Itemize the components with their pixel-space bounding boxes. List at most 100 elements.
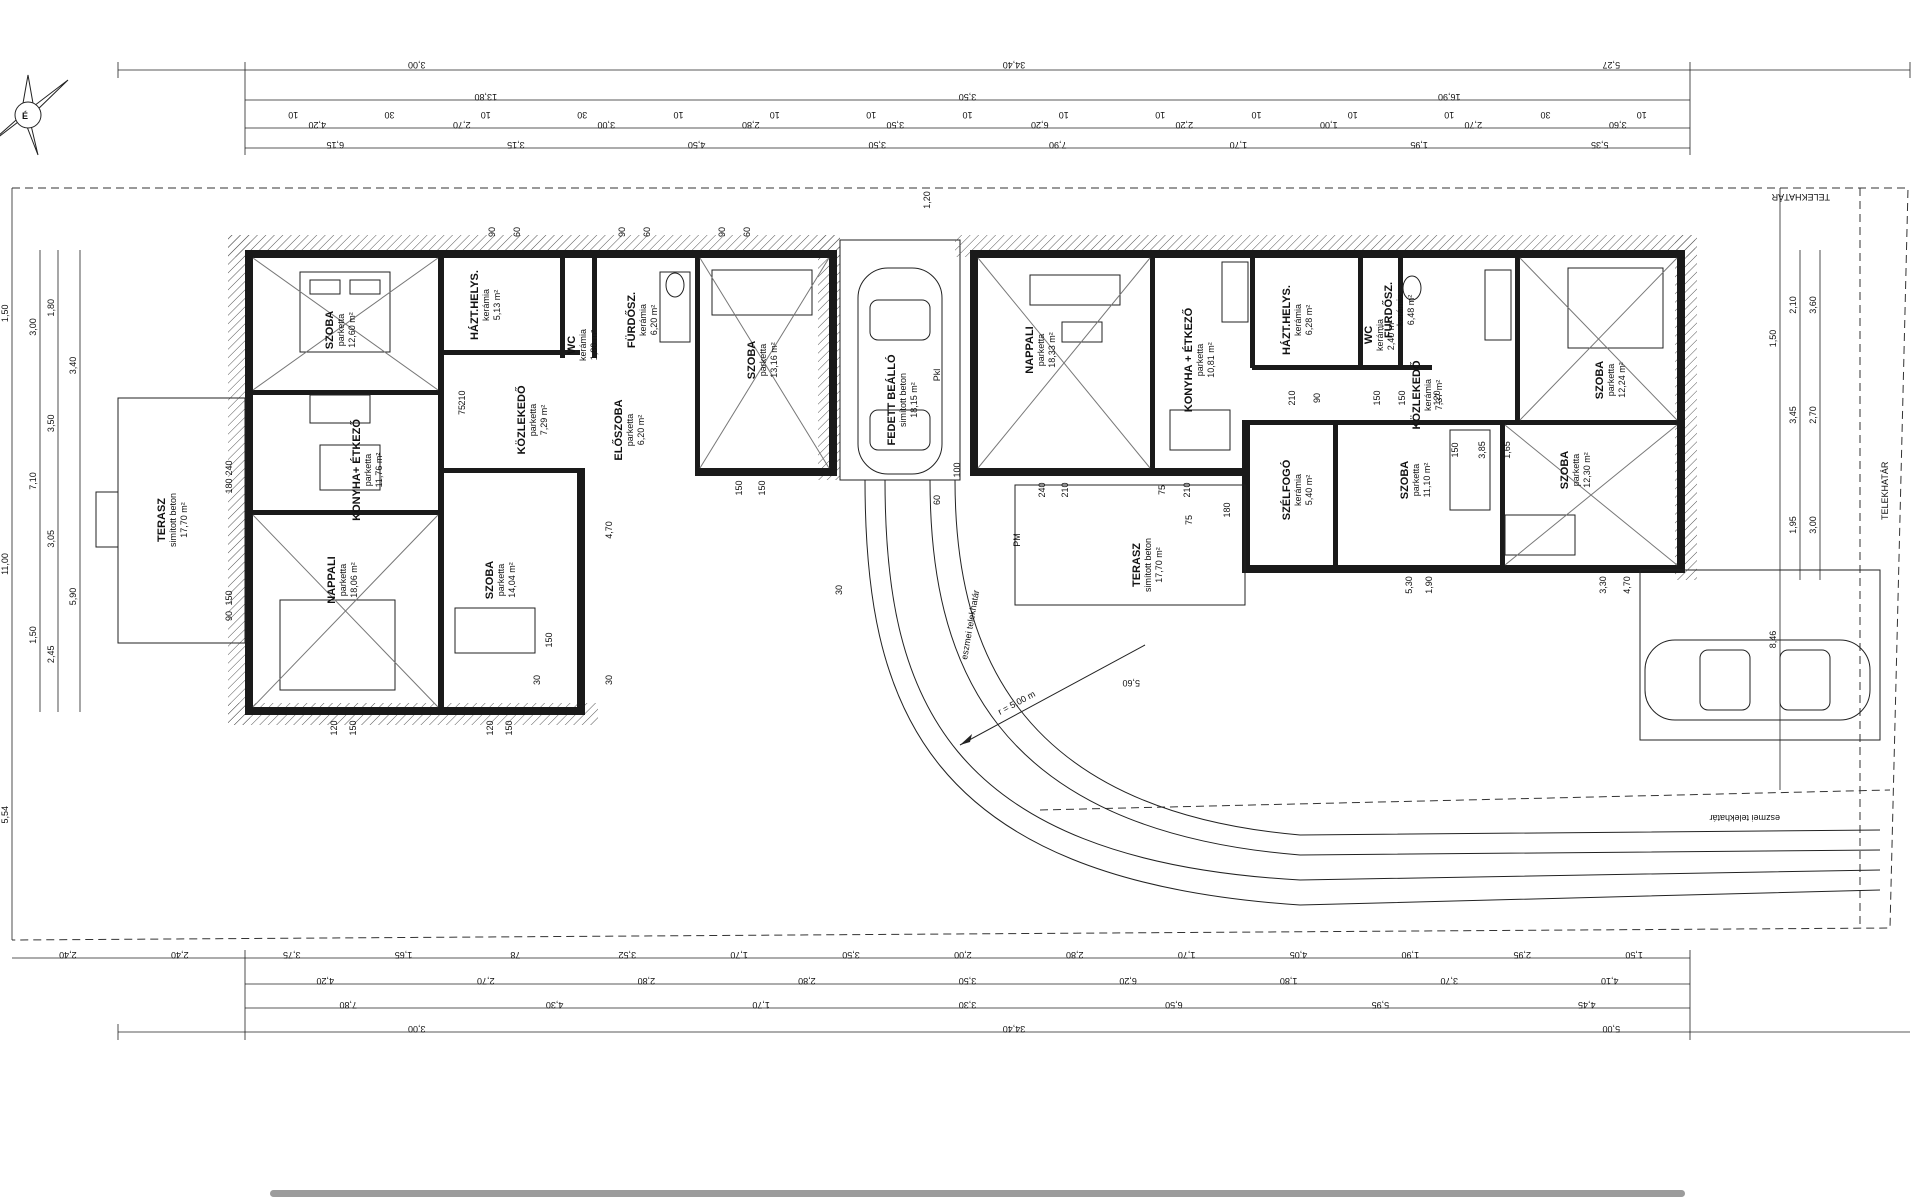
dimension-value: 7,90 xyxy=(1049,140,1067,150)
opening-dimension: 1,20 xyxy=(922,191,932,209)
dimension-value: 1,65 xyxy=(395,950,413,960)
opening-dimension: Pkl xyxy=(932,369,942,382)
dimension-value: 1,70 xyxy=(1230,140,1248,150)
eszmei-telekhatar-label-2: eszmei telekhatár xyxy=(959,589,981,660)
room-name: SZOBA xyxy=(1559,451,1571,490)
dimension-value: 3,50 xyxy=(959,976,977,986)
room-name: WC xyxy=(1363,326,1375,344)
dimension-value: 13,80 xyxy=(475,92,498,102)
room-area: 17,70 m² xyxy=(179,502,189,538)
room-name: WC xyxy=(566,336,578,354)
room-floor: kerámia xyxy=(578,329,588,361)
dimension-value: 1,50 xyxy=(28,626,38,644)
dimension-value: 2,80 xyxy=(638,976,656,986)
dimension-value: 4,20 xyxy=(309,120,327,130)
opening-dimension: 150 xyxy=(1372,390,1382,405)
room-name: SZOBA xyxy=(746,341,758,380)
terrace-step xyxy=(95,491,119,548)
dimension-value: 5,95 xyxy=(1372,1000,1390,1010)
opening-dimension: 90 xyxy=(487,227,497,237)
room-floor: parketta xyxy=(336,314,346,347)
room-name: KÖZLEKEDŐ xyxy=(515,385,528,455)
room-floor: parketta xyxy=(1606,364,1616,397)
dimension-value: 2,70 xyxy=(1808,406,1818,424)
room-name: SZOBA xyxy=(1594,361,1606,400)
dimension-value: 1,50 xyxy=(0,305,10,323)
room-area: 11,76 m² xyxy=(374,453,384,488)
room-name: KONYHA+ ÉTKEZŐ xyxy=(350,419,363,521)
dimension-value: 1,90 xyxy=(1402,950,1420,960)
dimension-value: 3,50 xyxy=(842,950,860,960)
room-name: SZOBA xyxy=(1399,461,1411,500)
dimension-lines-right xyxy=(1779,188,1821,790)
dimension-lines-bottom xyxy=(12,950,1910,1040)
sofa-icon xyxy=(1029,274,1121,306)
opening-dimension: 90 xyxy=(224,611,234,621)
room-area: 12,60 m² xyxy=(347,312,357,348)
opening-dimension: 30 xyxy=(834,585,844,595)
horizontal-scrollbar[interactable] xyxy=(270,1190,1685,1197)
dimension-value: 1,95 xyxy=(1788,516,1798,534)
dimension-value: 6,20 xyxy=(1031,120,1049,130)
opening-dimension: 4,70 xyxy=(1622,576,1632,594)
dimension-value: 2,80 xyxy=(798,976,816,986)
opening-dimension: 150 xyxy=(757,480,767,495)
dimension-value: 5,35 xyxy=(1591,140,1609,150)
dimension-value: 1,70 xyxy=(752,1000,770,1010)
dimension-value: 3,30 xyxy=(959,1000,977,1010)
dimension-value: 5,00 xyxy=(1603,1024,1621,1034)
dimension-value: 2,80 xyxy=(742,120,760,130)
dimension-value: 3,00 xyxy=(408,60,426,70)
room-floor: simított beton xyxy=(168,493,178,547)
opening-dimension: 3,85 xyxy=(1477,441,1487,459)
dimension-value: 3,00 xyxy=(598,120,616,130)
opening-dimension: 75 xyxy=(457,405,467,415)
room-name: FÜRDŐSZ. xyxy=(1382,282,1395,338)
dimension-value: 2,00 xyxy=(954,950,972,960)
room-floor: parketta xyxy=(496,564,506,597)
room-name: SZOBA xyxy=(484,561,496,600)
dimension-value: 6,50 xyxy=(1165,1000,1183,1010)
scrollbar-thumb[interactable] xyxy=(270,1190,1685,1197)
room-name: NAPPALI xyxy=(326,556,338,603)
room-name: KONYHA + ÉTKEZŐ xyxy=(1182,307,1195,412)
radius-label: r = 5,00 m xyxy=(996,689,1037,717)
room-floor: parketta xyxy=(528,404,538,437)
room-name: FEDETT BEÁLLÓ xyxy=(885,354,898,445)
plot-boundary xyxy=(11,187,1909,941)
room-area: 5,13 m² xyxy=(492,290,502,321)
opening-dimension: 3,30 xyxy=(1598,576,1608,594)
opening-dimension: 30 xyxy=(532,675,542,685)
bathtub-icon xyxy=(1484,269,1512,341)
dimension-value: 5,54 xyxy=(0,806,10,824)
opening-dimension: 60 xyxy=(932,495,942,505)
opening-dimension: 5,30 xyxy=(1404,576,1414,594)
opening-dimension: 240 xyxy=(1037,482,1047,497)
room-floor: simított beton xyxy=(1143,538,1153,592)
room-name: TERASZ xyxy=(1131,543,1143,587)
opening-dimension: 4,70 xyxy=(604,521,614,539)
room-floor: kerámia xyxy=(1423,379,1433,411)
opening-dimension: 150 xyxy=(544,632,554,647)
opening-dimension: 210 xyxy=(1182,482,1192,497)
room-name: SZÉLFOGÓ xyxy=(1280,459,1293,520)
dimension-value: 3,50 xyxy=(887,120,905,130)
room-name: FÜRDŐSZ. xyxy=(625,292,638,348)
compass-icon: É xyxy=(0,74,69,156)
room-floor: parketta xyxy=(1036,334,1046,367)
room-area: 5,40 m² xyxy=(1304,475,1314,506)
dimension-value: 1,80 xyxy=(1280,976,1298,986)
opening-dimension: 180 xyxy=(224,478,234,493)
stove-icon xyxy=(1221,261,1249,323)
opening-dimension: 1,65 xyxy=(1502,441,1512,459)
dimension-value: 3,15 xyxy=(507,140,525,150)
